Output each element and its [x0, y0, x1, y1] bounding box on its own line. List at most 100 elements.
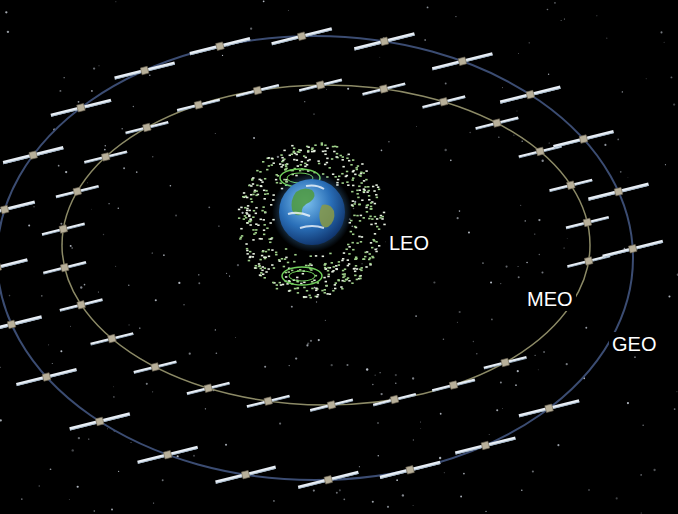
- leo-satellite: [325, 281, 327, 283]
- leo-satellite: [365, 207, 367, 209]
- leo-satellite: [356, 268, 358, 270]
- leo-satellite: [363, 172, 365, 174]
- star: [50, 468, 52, 470]
- leo-satellite: [303, 297, 305, 299]
- leo-satellite: [347, 259, 349, 261]
- star: [279, 422, 281, 424]
- leo-satellite: [238, 217, 240, 219]
- star: [316, 301, 317, 302]
- satellite: [379, 459, 441, 481]
- leo-satellite: [311, 288, 313, 290]
- satellite: [0, 256, 28, 278]
- leo-satellite: [370, 202, 372, 204]
- satellite: [59, 296, 103, 313]
- star: [520, 204, 522, 206]
- leo-satellite: [338, 175, 340, 177]
- star: [237, 264, 239, 266]
- star: [671, 76, 673, 78]
- leo-satellite: [270, 204, 272, 206]
- leo-satellite: [256, 170, 258, 172]
- leo-satellite: [360, 171, 362, 173]
- leo-satellite: [332, 146, 334, 148]
- star: [564, 248, 565, 249]
- star: [128, 324, 129, 325]
- leo-satellite: [248, 215, 250, 217]
- leo-satellite: [378, 245, 380, 247]
- leo-satellite: [246, 222, 248, 224]
- leo-satellite: [338, 261, 340, 263]
- leo-satellite: [369, 263, 371, 265]
- leo-satellite: [261, 181, 263, 183]
- leo-satellite: [255, 229, 257, 231]
- star: [548, 74, 549, 75]
- leo-satellite: [324, 292, 326, 294]
- leo-satellite: [278, 260, 280, 262]
- leo-satellite: [265, 190, 267, 192]
- leo-satellite: [263, 224, 265, 226]
- star: [118, 471, 119, 472]
- star: [588, 489, 590, 491]
- leo-satellite: [376, 197, 378, 199]
- leo-satellite: [369, 215, 371, 217]
- leo-satellite: [335, 268, 337, 270]
- star: [103, 234, 104, 235]
- star: [378, 455, 380, 457]
- leo-satellite: [275, 254, 277, 256]
- leo-satellite: [255, 232, 257, 234]
- leo-satellite: [370, 242, 372, 244]
- leo-satellite: [378, 189, 380, 191]
- satellite: [55, 183, 99, 200]
- star: [490, 281, 492, 283]
- leo-satellite: [363, 217, 365, 219]
- star: [5, 11, 7, 13]
- star: [287, 9, 289, 11]
- star: [113, 396, 114, 397]
- leo-satellite: [285, 248, 287, 250]
- star: [439, 457, 441, 459]
- satellite: [0, 313, 42, 335]
- leo-satellite: [361, 236, 363, 238]
- leo-satellite: [324, 264, 326, 266]
- star: [218, 225, 220, 227]
- leo-satellite: [276, 182, 278, 184]
- leo-satellite: [268, 249, 270, 251]
- leo-ring: [282, 267, 322, 285]
- leo-satellite: [300, 150, 302, 152]
- leo-satellite: [343, 280, 345, 282]
- leo-satellite: [310, 269, 312, 271]
- satellite: [372, 391, 416, 408]
- leo-satellite: [255, 207, 257, 209]
- star: [105, 145, 106, 146]
- star: [460, 496, 462, 498]
- leo-satellite: [252, 177, 254, 179]
- leo-satellite: [365, 266, 367, 268]
- star: [347, 88, 349, 90]
- star: [665, 164, 666, 165]
- leo-satellite: [352, 179, 354, 181]
- star: [663, 41, 665, 43]
- leo-satellite: [332, 290, 334, 292]
- star: [205, 408, 206, 409]
- star: [291, 306, 293, 308]
- leo-satellite: [253, 210, 255, 212]
- leo-satellite: [242, 196, 244, 198]
- star: [78, 101, 80, 103]
- leo-satellite: [296, 277, 298, 279]
- leo-satellite: [260, 268, 262, 270]
- leo-satellite: [336, 153, 338, 155]
- star: [518, 53, 520, 55]
- leo-satellite: [363, 180, 365, 182]
- leo-satellite: [348, 154, 350, 156]
- leo-satellite: [273, 162, 275, 164]
- star: [521, 141, 522, 142]
- leo-satellite: [311, 151, 313, 153]
- leo-satellite: [322, 256, 324, 258]
- leo-satellite: [300, 283, 302, 285]
- leo-satellite: [329, 253, 331, 255]
- leo-satellite: [246, 208, 248, 210]
- star: [77, 486, 79, 488]
- star: [380, 393, 382, 395]
- leo-satellite: [255, 265, 257, 267]
- star: [645, 78, 647, 80]
- leo-satellite: [273, 267, 275, 269]
